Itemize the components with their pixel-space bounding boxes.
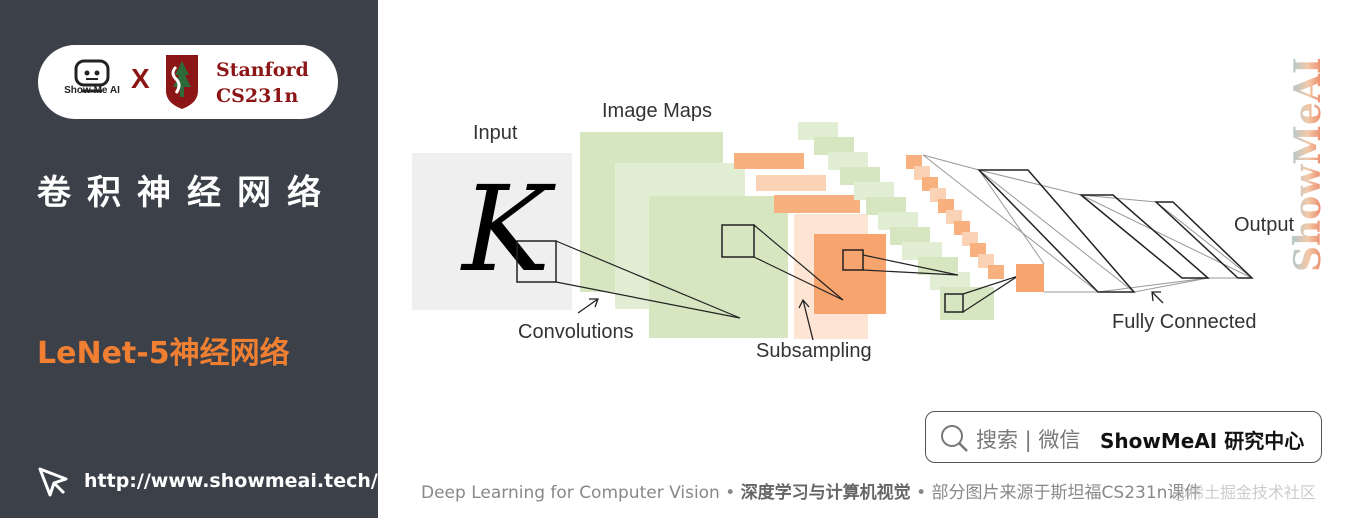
- label-subsampling: Subsampling: [756, 340, 872, 362]
- sidebar-subtitle: LeNet-5神经网络: [37, 336, 290, 371]
- label-arrows: [577, 291, 1164, 341]
- brand-vertical-logo: ShowMeAI: [1287, 57, 1329, 272]
- label-fully-connected: Fully Connected: [1112, 311, 1257, 333]
- footer-sep-1: •: [725, 483, 736, 503]
- footer-part1: Deep Learning for Computer Vision: [421, 483, 720, 503]
- footer-sep-2: •: [916, 483, 927, 503]
- site-url-link[interactable]: http://www.showmeai.tech/: [84, 470, 378, 492]
- subsample-map: [814, 234, 886, 314]
- brand-small-label: Show Me AI: [64, 85, 120, 96]
- search-icon: [941, 425, 968, 452]
- input-image: [412, 153, 572, 310]
- label-output: Output: [1234, 214, 1294, 236]
- conv2-maps: [798, 122, 994, 320]
- stanford-tree-icon: [166, 55, 198, 109]
- map-kernel-window: [721, 224, 755, 258]
- label-image-maps: Image Maps: [602, 100, 712, 122]
- search-text: 搜索 | 微信: [976, 428, 1081, 452]
- footer-part3: 部分图片来源于斯坦福CS231n课件: [931, 483, 1202, 503]
- footer-part2: 深度学习与计算机视觉: [740, 483, 911, 503]
- stanford-line1: Stanford: [216, 59, 309, 81]
- cursor-icon: [38, 467, 68, 497]
- lenet-diagram: K: [412, 100, 1294, 362]
- stanford-line2: CS231n: [216, 85, 299, 107]
- footer-caption: Deep Learning for Computer Vision • 深度学习…: [421, 478, 1201, 503]
- sidebar-title: 卷积神经网络: [37, 173, 337, 213]
- stanford-text: Stanford CS231n: [216, 57, 309, 109]
- image-map-3: [649, 196, 788, 338]
- showmeai-robot-icon: [74, 59, 110, 93]
- x-mark: X: [131, 63, 150, 94]
- fully-connected-layers: [922, 154, 1254, 293]
- sidebar: Show Me AI X Stanford CS231n 卷积神经网络 LeNe…: [0, 0, 378, 518]
- svg-text:ShowMeAI: ShowMeAI: [1287, 57, 1329, 272]
- subsample2-maps: [906, 155, 1044, 292]
- watermark: @稀土掘金技术社区: [1172, 483, 1317, 502]
- input-glyph: K: [460, 160, 556, 298]
- search-box[interactable]: 搜索 | 微信 ShowMeAI 研究中心: [925, 411, 1322, 463]
- label-input: Input: [473, 122, 518, 144]
- input-kernel-window: [516, 240, 557, 283]
- logo-pill: Show Me AI X Stanford CS231n: [38, 45, 338, 119]
- search-brand: ShowMeAI 研究中心: [1100, 429, 1305, 453]
- label-convolutions: Convolutions: [518, 321, 634, 343]
